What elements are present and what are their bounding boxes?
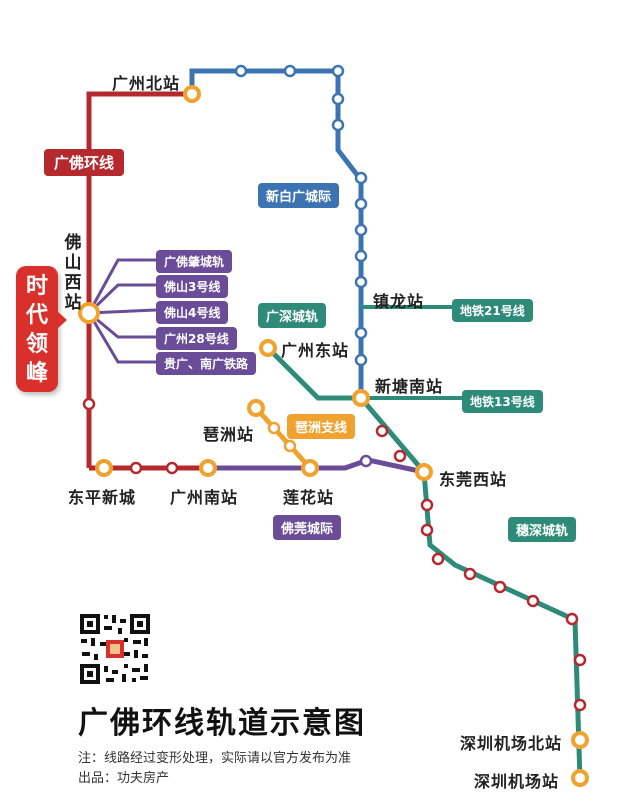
- line-tag-suishen: 穗深城轨: [508, 517, 577, 542]
- station-dongguan-west: 东莞西站: [439, 470, 508, 489]
- map-title: 广佛环线轨道示意图: [78, 706, 366, 741]
- map-credit: 出品：功夫房产: [78, 771, 170, 786]
- foguan-line: [208, 457, 425, 475]
- station-foshan-west: 佛山西站: [64, 233, 82, 313]
- foshan-connection-4: 贵广、南广铁路: [156, 352, 257, 375]
- station-xintang-south: 新塘南站: [375, 377, 444, 396]
- pizhou-branch-line: [254, 406, 312, 470]
- foguan-stop: [359, 454, 373, 468]
- line-tag-xinbai: 新白广城际: [258, 183, 340, 208]
- station-dongping: 东平新城: [68, 488, 137, 507]
- ring-stops: [82, 397, 587, 712]
- guangshen-line: [266, 346, 361, 401]
- line-tag-guangfo-ring: 广佛环线: [44, 149, 125, 176]
- foshan-connection-1: 佛山3号线: [156, 275, 229, 298]
- map-note: 注：线路经过变形处理，实际请以官方发布为准: [78, 751, 352, 766]
- pizhou-mid-stop: [267, 421, 281, 435]
- station-sz-airport-north: 深圳机场北站: [460, 734, 563, 753]
- project-badge: 时代领峰: [16, 266, 67, 392]
- qr-code-icon: [78, 612, 152, 686]
- line-tag-metro13: 地铁13号线: [462, 390, 543, 413]
- major-stations: [78, 85, 589, 787]
- station-guangzhou-south: 广州南站: [170, 488, 239, 507]
- station-pizhou: 琶洲站: [203, 425, 255, 444]
- foshan-branches: [87, 258, 157, 364]
- foshan-connection-3: 广州28号线: [156, 327, 237, 350]
- xinbai-stops: [234, 64, 368, 367]
- guangfo-ring-line: [86, 91, 192, 468]
- foshan-connection-0: 广佛肇城轨: [156, 250, 233, 273]
- station-guangzhou-east: 广州东站: [281, 341, 350, 360]
- pizhou-mid-stop: [283, 439, 297, 453]
- station-guangzhou-north: 广州北站: [112, 74, 181, 93]
- line-tag-foguan: 佛莞城际: [273, 515, 342, 540]
- suishen-line: [421, 471, 583, 781]
- station-zhenlong: 镇龙站: [373, 292, 425, 311]
- xinbai-line: [189, 68, 364, 398]
- station-sz-airport: 深圳机场站: [474, 772, 560, 791]
- line-tag-guangshen: 广深城轨: [258, 303, 327, 328]
- line-tag-metro21: 地铁21号线: [452, 299, 533, 322]
- line-tag-pizhou-branch: 琶洲支线: [287, 414, 356, 439]
- station-lianhua: 莲花站: [283, 488, 335, 507]
- foshan-connection-2: 佛山4号线: [156, 301, 229, 324]
- xintang-dongguan-segment: [359, 396, 426, 474]
